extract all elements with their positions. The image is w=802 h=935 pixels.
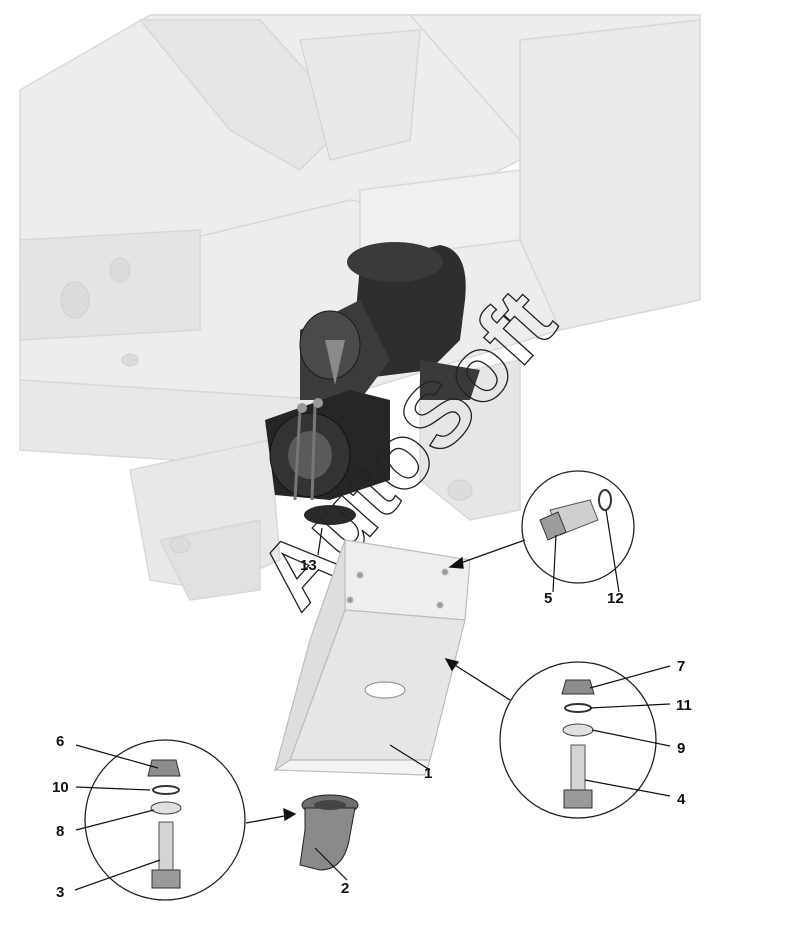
callout-9: 9 [677,740,685,757]
callout-7: 7 [677,658,685,675]
elbow-fitting [299,794,359,871]
callout-5: 5 [544,590,552,607]
callout-12: 12 [607,590,624,607]
callout-13: 13 [300,557,317,574]
callout-2: 2 [341,880,349,897]
mounting-bracket [273,539,471,776]
callout-11: 11 [676,697,692,714]
heater-unit [265,242,480,525]
callout-labels: 1 2 3 4 5 6 7 8 9 10 11 12 13 [52,557,692,901]
detail-circle-right-top [521,470,635,584]
pointer-arrows [245,539,526,824]
frame-holes [60,257,473,554]
callout-10: 10 [52,779,69,796]
callout-8: 8 [56,823,64,840]
detail-circle-left [84,739,246,901]
callout-3: 3 [56,884,64,901]
detail-circle-right-bottom [499,661,657,819]
callout-6: 6 [56,733,64,750]
callout-1: 1 [424,765,432,782]
callout-4: 4 [677,791,686,808]
leader-lines [74,509,671,891]
